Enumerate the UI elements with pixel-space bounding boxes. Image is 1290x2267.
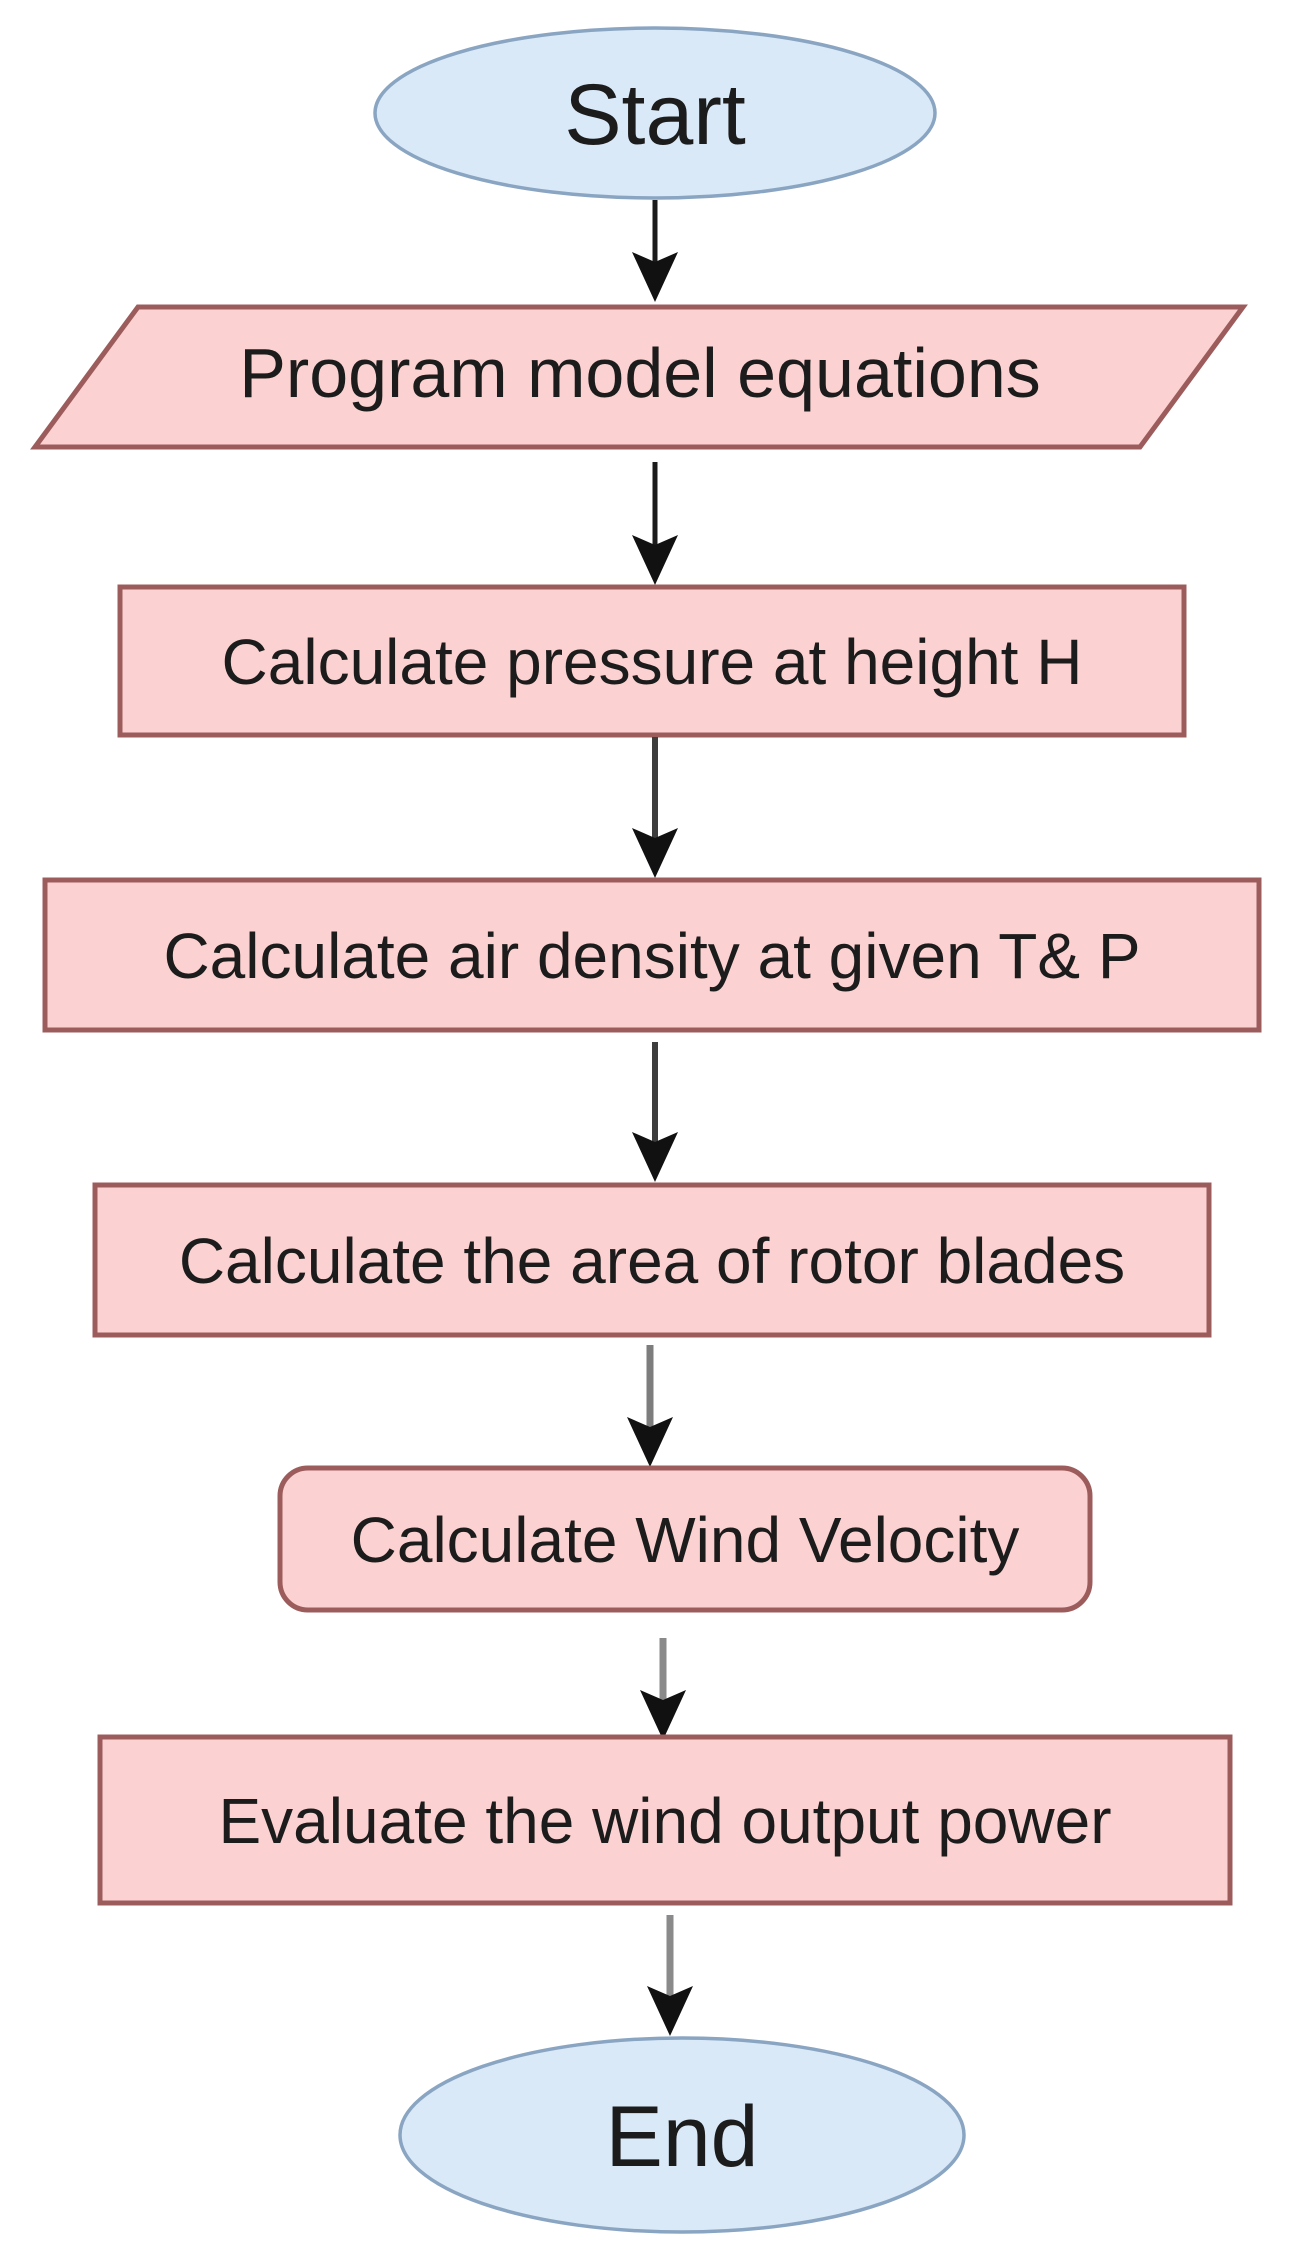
node-calc-pressure: Calculate pressure at height H bbox=[117, 584, 1187, 738]
arrow-program-to-pressure bbox=[632, 462, 678, 585]
arrow-head-icon bbox=[647, 1986, 693, 2036]
arrow-start-to-program bbox=[632, 200, 678, 302]
node-calc-air-density: Calculate air density at given T& P bbox=[42, 877, 1262, 1033]
arrow-head-icon bbox=[632, 252, 678, 302]
arrow-density-to-area bbox=[632, 1042, 678, 1182]
arrow-pressure-to-density bbox=[632, 737, 678, 878]
arrow-head-icon bbox=[632, 828, 678, 878]
arrow-head-icon bbox=[632, 1132, 678, 1182]
start-ellipse-shape bbox=[373, 26, 937, 200]
node-calc-wind-velocity: Calculate Wind Velocity bbox=[277, 1465, 1093, 1613]
node-start-label: Start bbox=[564, 67, 746, 163]
node-output-power-label: Evaluate the wind output power bbox=[218, 1785, 1111, 1857]
node-end: End bbox=[398, 2036, 966, 2234]
rounded-process-shape bbox=[277, 1465, 1093, 1613]
end-ellipse-shape bbox=[398, 2036, 966, 2234]
arrow-head-icon bbox=[627, 1417, 673, 1467]
arrow-power-to-end bbox=[647, 1915, 693, 2036]
node-program-label: Program model equations bbox=[239, 334, 1041, 412]
node-pressure-label: Calculate pressure at height H bbox=[222, 626, 1083, 698]
arrow-velocity-to-power bbox=[640, 1638, 686, 1740]
node-calc-rotor-area: Calculate the area of rotor blades bbox=[92, 1182, 1212, 1338]
node-program-model-equations: Program model equations bbox=[30, 304, 1248, 450]
process-rect-shape bbox=[117, 584, 1187, 738]
node-start: Start bbox=[373, 26, 937, 200]
node-wind-velocity-label: Calculate Wind Velocity bbox=[351, 1504, 1020, 1576]
node-rotor-area-label: Calculate the area of rotor blades bbox=[179, 1225, 1125, 1297]
process-rect-shape bbox=[42, 877, 1262, 1033]
parallelogram-shape bbox=[30, 304, 1248, 450]
arrow-area-to-velocity bbox=[627, 1345, 673, 1467]
node-end-label: End bbox=[605, 2089, 758, 2185]
node-density-label: Calculate air density at given T& P bbox=[163, 920, 1140, 992]
process-rect-shape bbox=[97, 1734, 1233, 1906]
arrow-head-icon bbox=[632, 535, 678, 585]
node-evaluate-output-power: Evaluate the wind output power bbox=[97, 1734, 1233, 1906]
process-rect-shape bbox=[92, 1182, 1212, 1338]
arrow-head-icon bbox=[640, 1690, 686, 1740]
